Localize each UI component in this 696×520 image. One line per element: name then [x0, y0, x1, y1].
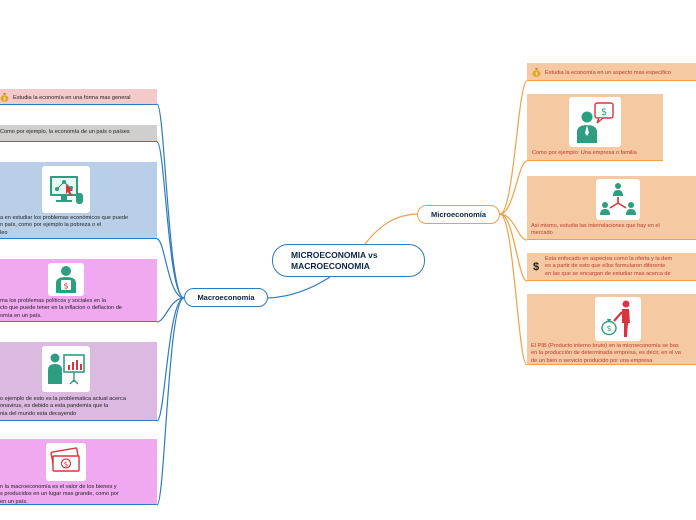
microeconomia-topic[interactable]: Microeconomía [417, 205, 500, 224]
link-macro-5 [156, 297, 185, 422]
macro-card-2-text: Como por ejemplo, la economía de un país… [0, 129, 130, 135]
macro-card-1-text: Estudia la economía en una forma mas gen… [13, 95, 131, 101]
money-bag-icon: $ [532, 67, 541, 79]
micro-card-4-line3: en las que se encargan de estudiar mas a… [545, 270, 671, 277]
central-title-line2: MACROECONOMIA [291, 260, 370, 271]
link-macro-3 [156, 238, 185, 299]
macro-card-2[interactable]: Como por ejemplo, la economía de un país… [0, 125, 157, 142]
banknotes-icon: $ [50, 447, 80, 472]
link-macro-2 [156, 141, 185, 299]
macro-card-5-line1: o ejemplo de esto es la problematica act… [0, 396, 126, 402]
money-bag-icon: $ [0, 92, 9, 104]
svg-text:$: $ [3, 96, 6, 102]
micro-card-5-image: $ [595, 297, 641, 341]
macro-card-6-image: $ [46, 443, 86, 481]
macroeconomia-label: Macroeconomía [197, 293, 255, 302]
macro-card-4-line1: ma los problemas políticos y sociales en… [0, 298, 107, 304]
svg-text:$: $ [607, 324, 612, 333]
network-people-icon [600, 182, 636, 215]
micro-card-5[interactable]: $ El PIB (Producto interno bruto) en la … [527, 294, 696, 365]
macro-card-5[interactable]: o ejemplo de esto es la problematica act… [0, 342, 157, 421]
micro-card-1[interactable]: $ Estudia la economía en un aspecto mas … [527, 63, 696, 81]
presenter-chart-icon [48, 353, 85, 385]
macro-card-6[interactable]: $ n la macroeconomía es el valor de los … [0, 439, 157, 505]
central-title-line1: MICROECONOMIA vs [291, 249, 378, 260]
macro-card-6-line3: en un país. [0, 498, 28, 505]
svg-text:$: $ [535, 71, 538, 77]
micro-card-3-line2: mercado [531, 230, 553, 237]
micro-card-3-line1: Asi mismo, estudia las interrelaciones q… [531, 223, 660, 229]
link-macro-6 [156, 297, 185, 506]
macro-card-6-line1: n la macroeconomía es el valor de los bi… [0, 484, 117, 490]
central-topic[interactable]: MICROECONOMIA vs MACROECONOMIA [272, 244, 425, 277]
macro-card-3-line3: leo [0, 229, 8, 236]
macro-card-5-image [42, 346, 90, 392]
dollar-sign-icon: $ [533, 261, 540, 273]
link-macro-4 [156, 297, 185, 323]
link-micro-1 [499, 80, 528, 215]
link-micro-2 [499, 160, 528, 215]
macro-card-4-line2: cto que puede tener en la inflacion o de… [0, 305, 122, 312]
micro-card-4-line2: es a partir de esto que ellos formularon… [545, 263, 666, 270]
macro-card-6-line2: s producidos en un lugar mas grande, com… [0, 491, 119, 498]
svg-text:$: $ [601, 107, 607, 118]
micro-card-4[interactable]: $ Esta enfocado en aspectos como la ofer… [527, 253, 696, 281]
micro-card-5-line3: de un bien o servicio producido por una … [531, 357, 653, 364]
person-money-bag-icon: $ [601, 300, 630, 337]
link-macro-1 [156, 103, 185, 299]
macro-card-3-image [42, 166, 90, 213]
macro-card-4[interactable]: $ ma los problemas políticos y sociales … [0, 259, 157, 322]
micro-card-3[interactable]: Asi mismo, estudia las interrelaciones q… [527, 176, 696, 240]
macroeconomia-topic[interactable]: Macroeconomía [184, 288, 268, 307]
macro-card-3[interactable]: a en estudiar los problemas económicos q… [0, 162, 157, 239]
micro-card-2-text: Como por ejemplo: Una empresa o familia [532, 150, 637, 156]
micro-card-4-line1: Esta enfocado en aspectos como la oferta… [545, 256, 673, 262]
link-micro-5 [499, 213, 528, 366]
macro-card-3-line1: a en estudiar los problemas económicos q… [0, 215, 129, 221]
macro-card-4-line3: omía en un país. [0, 312, 42, 319]
micro-card-5-line2: en la producción de determinada empresa,… [531, 350, 681, 357]
link-micro-4 [499, 213, 528, 282]
svg-text:$: $ [63, 281, 68, 290]
microeconomia-label: Microeconomía [430, 210, 486, 219]
svg-text:$: $ [64, 460, 68, 468]
link-central-micro [364, 213, 418, 245]
macro-card-5-line2: onavirus, es debido a esta pandemia que … [0, 403, 109, 410]
micro-card-2[interactable]: $ Como por ejemplo: Una empresa o famili… [527, 94, 663, 161]
person-dollar-speech-icon: $ [577, 102, 614, 143]
macro-card-4-image: $ [48, 263, 84, 296]
micro-card-5-line1: El PIB (Producto interno bruto) en la mi… [531, 343, 679, 349]
macro-card-3-line2: n país, como por ejemplo la pobreza o el [0, 222, 102, 229]
micro-card-3-image [596, 179, 640, 220]
macro-card-5-line3: nia del mundo esta decayendo [0, 410, 77, 417]
micro-card-1-text: Estudia la economía en un aspecto mas es… [545, 70, 671, 76]
link-central-macro [267, 276, 331, 299]
computer-network-icon [50, 175, 83, 204]
person-dollar-icon: $ [56, 265, 76, 293]
micro-card-2-image: $ [569, 97, 621, 147]
macro-card-1[interactable]: $ Estudia la economía en una forma mas g… [0, 89, 157, 105]
